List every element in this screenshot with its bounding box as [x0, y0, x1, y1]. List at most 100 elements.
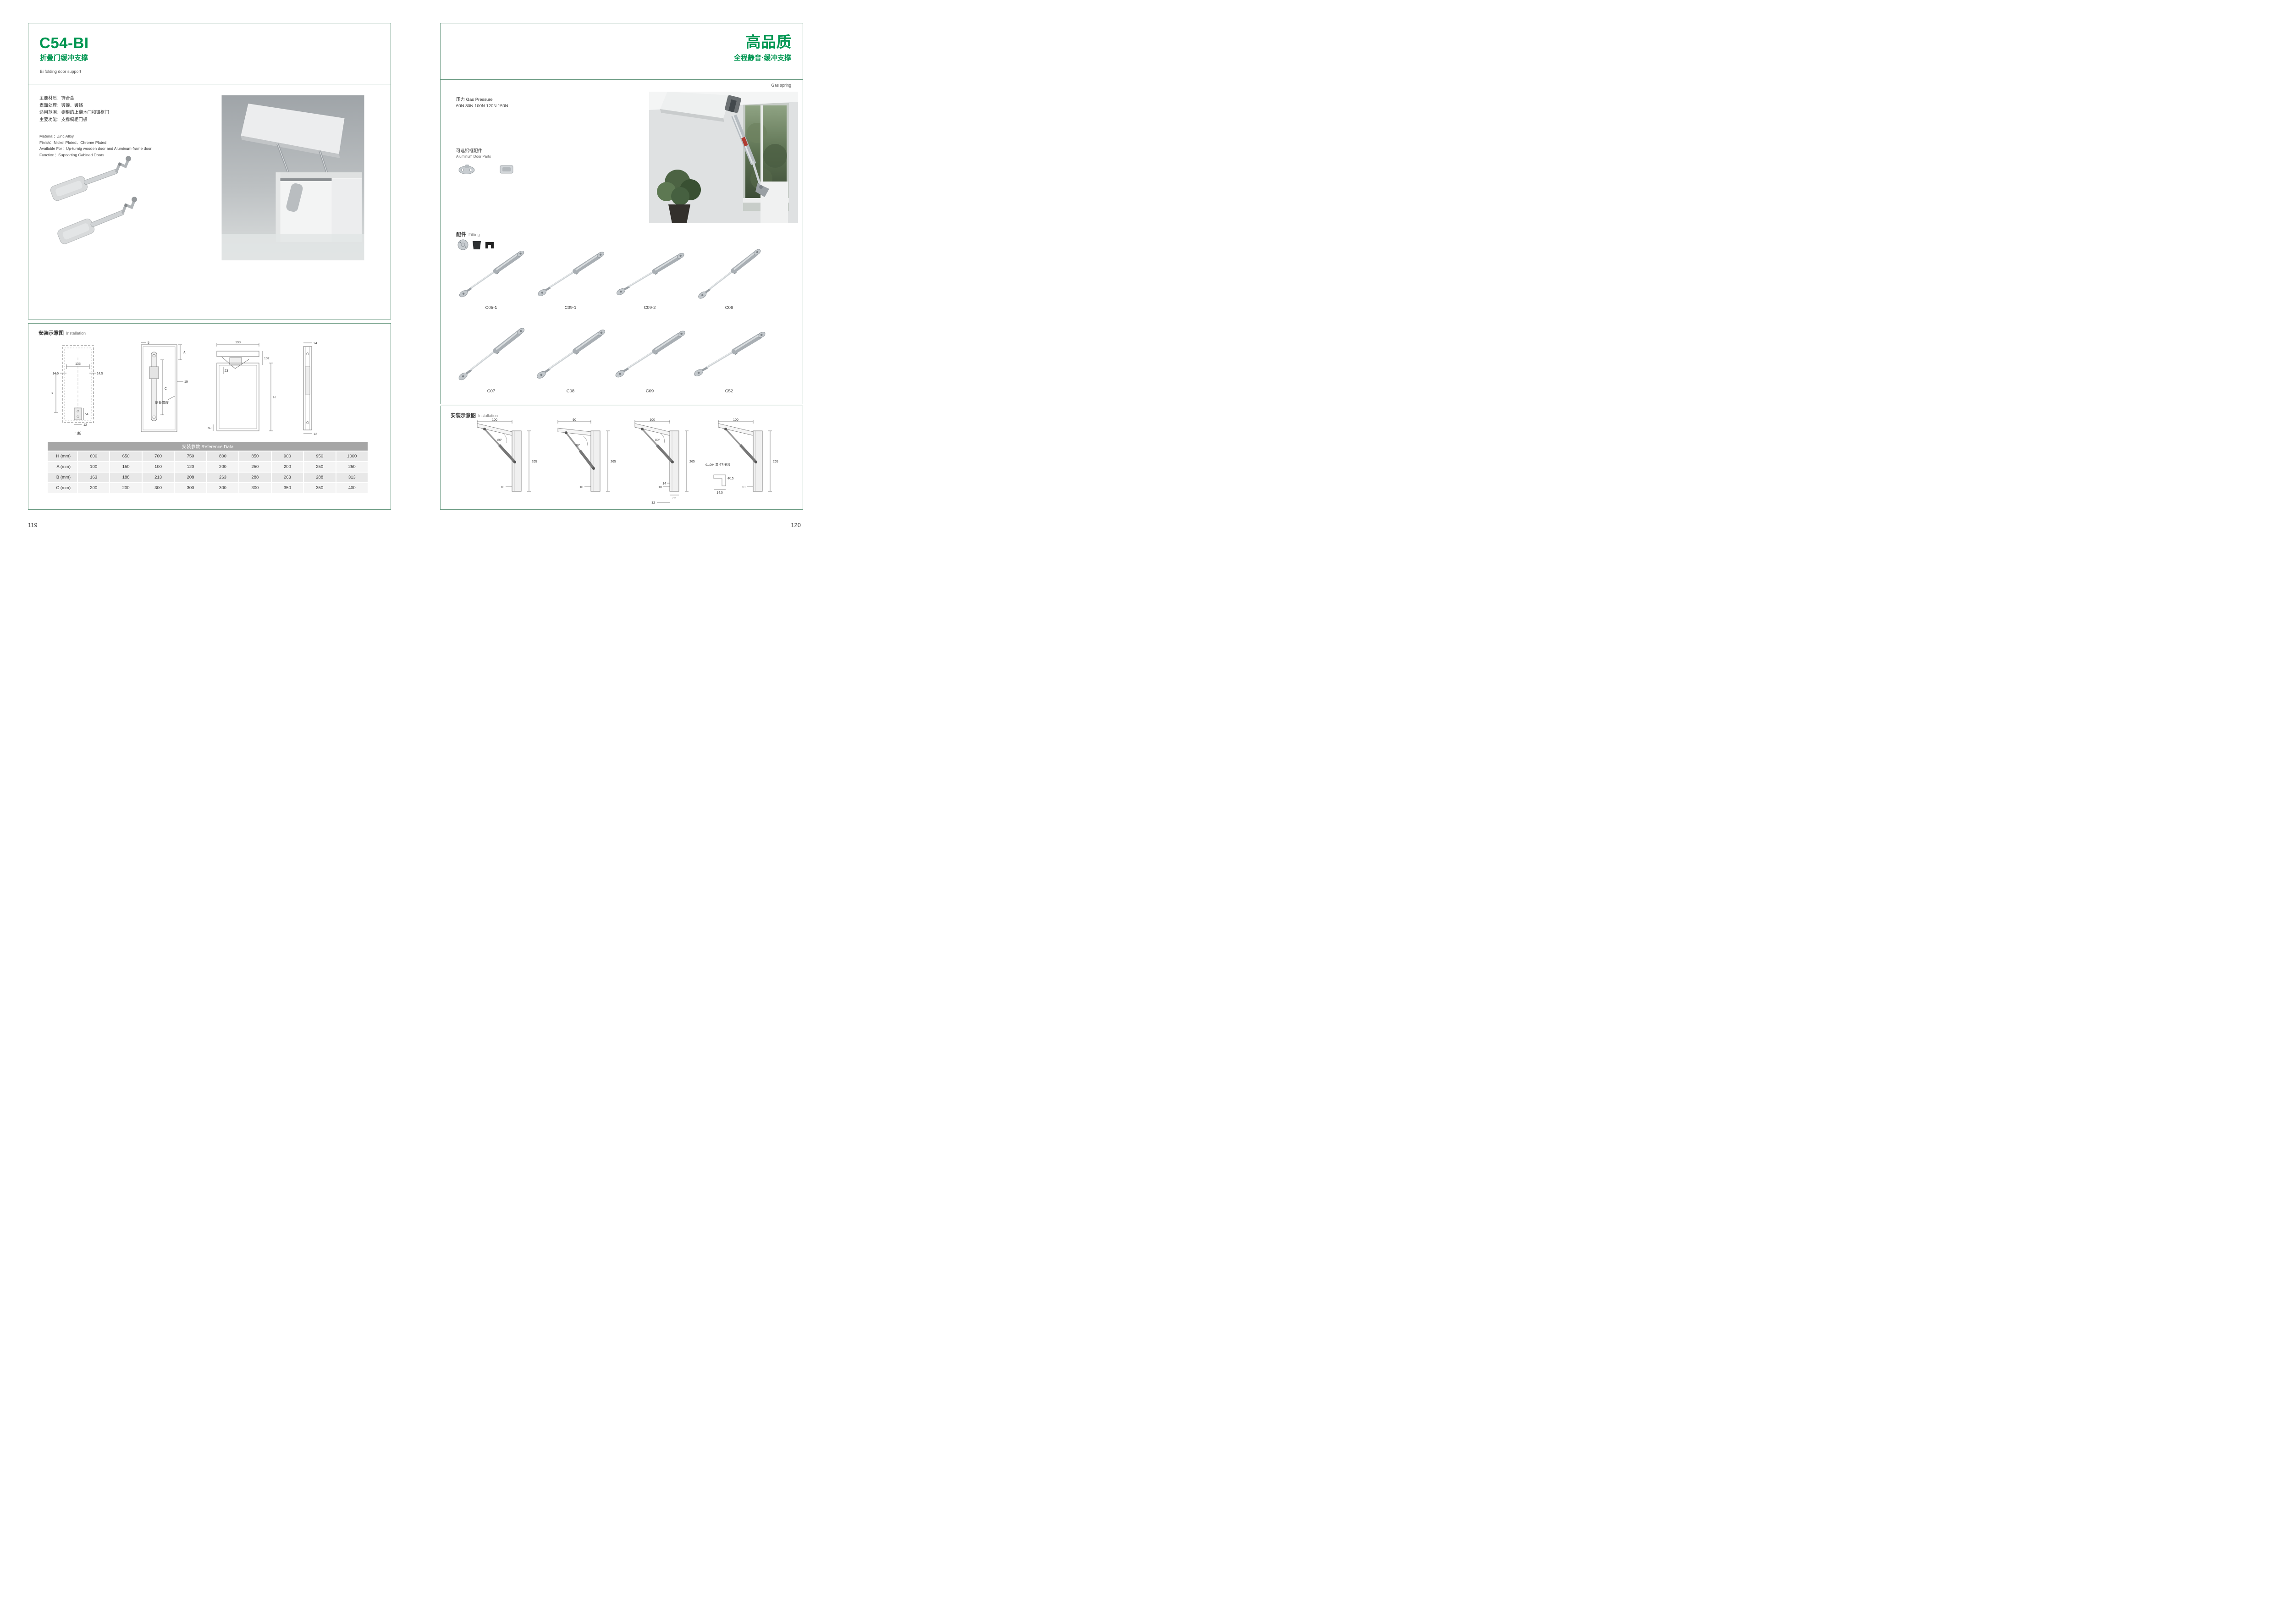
spec-line: Function：Supoorting Cabined Doors [39, 152, 105, 157]
page-number-left: 119 [28, 522, 38, 528]
specs-chinese: 主要材质：锌合金 表面处理：镀镍、镀铬 适用范围：橱柜的上翻木门和铝框门 主要功… [39, 95, 109, 124]
product-card: C06 [691, 238, 767, 310]
installation-label-en: Installation [478, 413, 498, 418]
dimension-label: 14.5 [97, 372, 103, 375]
gas-spring-image [457, 248, 526, 303]
cell: 300 [175, 483, 206, 493]
dimension-label: 90 [573, 418, 576, 422]
dimension-label: Φ15 [727, 477, 733, 480]
dimension-label: 32 [651, 501, 655, 505]
cell: 800 [207, 451, 239, 461]
dimension-label: 100 [650, 418, 655, 422]
page-number-right: 120 [791, 522, 801, 528]
cell: 750 [175, 451, 206, 461]
dimension-label: 10 [579, 486, 583, 489]
product-card: C05-1 [453, 238, 529, 310]
table-row: H (mm) 600 650 700 750 800 850 900 950 1… [48, 451, 368, 461]
dimension-label: B [50, 392, 53, 395]
spec-line: Available For：Up-turnig wooden door and … [39, 146, 152, 151]
product-name: C07 [487, 389, 496, 394]
install-diagram-2: 90° 90 265 10 [557, 418, 616, 492]
dimension-label: 102 [264, 357, 270, 360]
install-diagram-4: 100 265 01.004 需打孔安装 Φ15 14.5 10 [705, 418, 778, 495]
cell: 163 [78, 473, 110, 482]
dimension-label: 100 [733, 418, 738, 422]
install-diagram-1: 80° 100 265 10 [477, 418, 537, 492]
cell: 100 [142, 462, 174, 472]
dimension-label: C [165, 387, 167, 391]
cell: 100 [78, 462, 110, 472]
dimension-label: 10 [742, 486, 745, 489]
angle-label: 80° [497, 438, 502, 442]
specs-english: Material：Zinc Alloy Finish：Nickel Plated… [39, 133, 152, 158]
technical-drawings: 135 14.5 14.5 B 54 12 门板 [45, 339, 325, 438]
cell: 400 [336, 483, 368, 493]
installation-label-cn: 安装示意图 [39, 330, 64, 336]
dimension-label: 100 [492, 418, 497, 422]
table-row: B (mm) 163 188 213 208 263 288 263 288 3… [48, 473, 368, 482]
dimension-label: 135 [75, 363, 81, 366]
product-subtitle-en: Bi folding door support [40, 69, 82, 74]
fitting-label-en: Fitting [468, 232, 480, 237]
left-page-main-panel: C54-BI 折叠门缓冲支撑 Bi folding door support 主… [28, 23, 391, 319]
drawing-side-section: 5 A 19 C 侧板厚度 [141, 341, 188, 432]
folding-arm-product-image [43, 153, 153, 257]
reference-data-table: 安装参数 Reference Data H (mm) 600 650 700 7… [47, 441, 369, 494]
cell: 288 [239, 473, 271, 482]
row-label: H (mm) [48, 451, 77, 461]
fitting-label-cn: 配件 [456, 232, 466, 237]
dimension-label: 265 [611, 460, 616, 463]
quality-title: 高品质 [745, 33, 792, 50]
product-name: C09-2 [644, 305, 656, 310]
cell: 300 [239, 483, 271, 493]
gas-spring-label: Gas spring [771, 83, 791, 88]
product-card: C07 [453, 312, 529, 394]
cell: 150 [110, 462, 142, 472]
fitting-small-parts-icons [457, 239, 494, 250]
installation-diagrams: 80° 100 265 10 90° 90 [467, 418, 782, 505]
dimension-label: 5 [148, 341, 149, 345]
product-name: C05-1 [485, 305, 497, 310]
cell: 213 [142, 473, 174, 482]
drill-note: 01.004 需打孔安装 [705, 462, 731, 467]
product-card: C08 [533, 312, 608, 394]
row-label: B (mm) [48, 473, 77, 482]
dimension-label: 50 [208, 427, 211, 430]
pressure-values: 60N 80N 100N 120N 150N [456, 104, 508, 109]
cell: 208 [175, 473, 206, 482]
dimension-label: 265 [532, 460, 537, 463]
cabinet-application-photo [221, 95, 364, 260]
pressure-label: 压力 Gas Pressure [456, 97, 493, 102]
cell: 1000 [336, 451, 368, 461]
install-diagram-3: 80° 100 265 10 14 32 32 [634, 418, 695, 505]
installation-label-cn: 安装示意图 [451, 413, 476, 418]
spec-line: 主要材质：锌合金 [39, 96, 75, 101]
product-name: C08 [566, 389, 575, 394]
right-page-main-panel: 高品质 全程静音·缓冲支撑 Gas spring 压力 Gas Pressure… [440, 23, 803, 404]
aluminum-parts-label-cn: 可选铝框配件 [456, 149, 483, 154]
cell: 600 [78, 451, 110, 461]
cell: 200 [78, 483, 110, 493]
side-thickness-label: 侧板厚度 [155, 400, 169, 405]
drawing-open-flap: 193 102 23 50 H [208, 341, 275, 431]
table-title: 安装参数 Reference Data [48, 442, 368, 451]
installation-label-en: Installation [66, 331, 86, 336]
door-panel-label: 门板 [75, 431, 82, 435]
aluminum-parts-block: 可选铝框配件 Aluminum Door Parts [456, 148, 491, 159]
dimension-label: 10 [658, 486, 662, 489]
cell: 263 [207, 473, 239, 482]
aluminum-part-images [456, 162, 517, 176]
dimension-label: A [183, 351, 186, 354]
cell: 263 [271, 473, 303, 482]
spec-line: Material：Zinc Alloy [39, 134, 74, 138]
cell: 300 [142, 483, 174, 493]
product-subtitle-cn: 折叠门缓冲支撑 [40, 54, 88, 62]
product-card: C52 [691, 312, 767, 394]
cell: 200 [207, 462, 239, 472]
gas-spring-image [453, 324, 529, 388]
table-row: A (mm) 100 150 100 120 200 250 200 250 2… [48, 462, 368, 472]
